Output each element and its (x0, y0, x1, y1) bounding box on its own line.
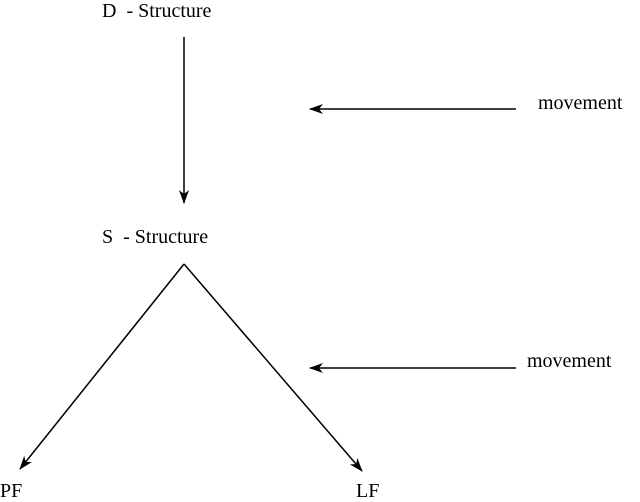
edge-s-to-lf (183, 263, 363, 472)
movement-label-top: movement (538, 92, 623, 114)
d-structure-label: D - Structure (102, 0, 212, 22)
pf-label: PF (0, 480, 23, 502)
s-structure-label: S - Structure (102, 226, 209, 248)
lf-label: LF (356, 480, 380, 502)
movement-label-bottom: movement (527, 350, 612, 372)
edge-s-to-pf (19, 263, 185, 470)
